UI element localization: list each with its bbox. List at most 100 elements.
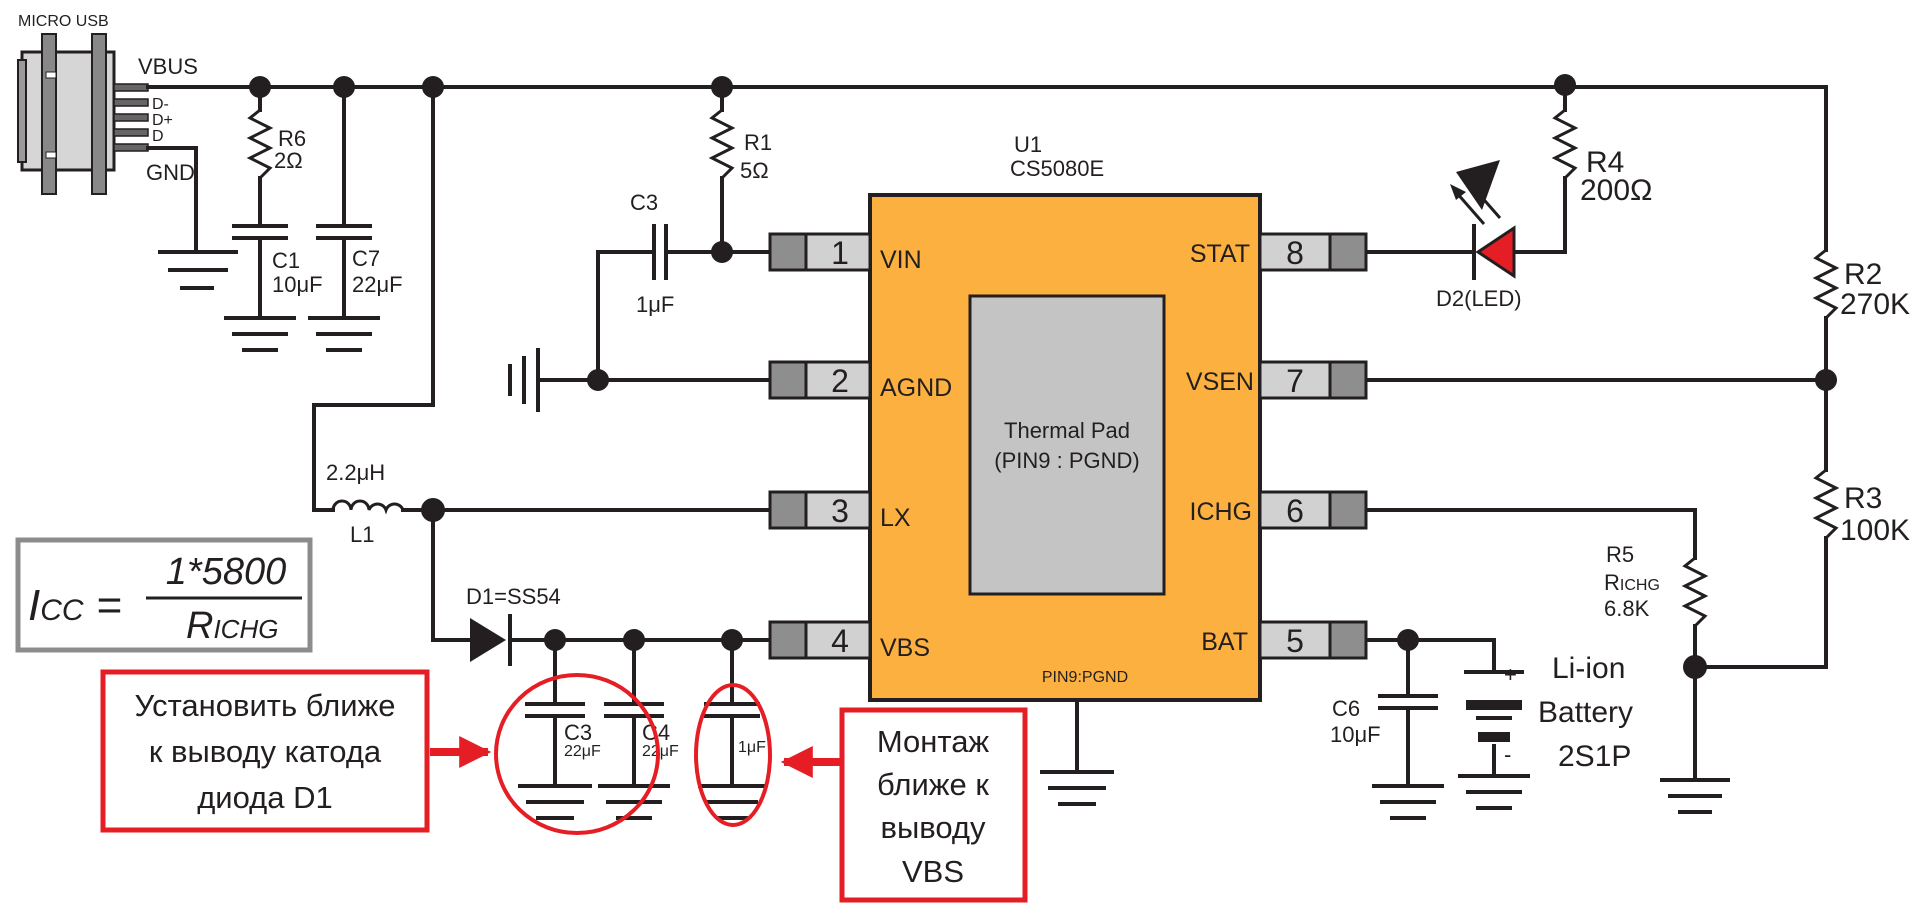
pin-name: AGND [880,374,952,402]
ic-part: CS5080E [1010,156,1104,181]
capacitor-1uf-vbs: 1μF [704,702,766,756]
ground-symbol [598,784,670,820]
ground-symbol [224,316,296,352]
pin-number: 1 [831,235,849,271]
cap-1uf-value: 1μF [738,739,766,756]
battery-config: 2S1P [1558,740,1631,773]
connector-title: MICRO USB [18,13,109,30]
ground-symbol [1372,784,1444,820]
ic-pin-6: 6 ICHG [1190,490,1368,530]
r1-value: 5Ω [740,158,769,183]
micro-usb-connector: MICRO USB VBUS D- D+ D GND [17,13,198,195]
capacitor-c7: C7 22μF [316,224,403,297]
battery-type: Li-ion [1552,652,1625,685]
r5-value: 6.8K [1604,596,1650,621]
d2-label: D2(LED) [1436,286,1522,311]
ic-ref: U1 [1014,132,1042,157]
ground-symbol [158,250,238,290]
ic-pin-5: 5 BAT [1201,620,1368,660]
annotation-right: Монтаж ближе к выводу VBS [780,707,1028,903]
wires [146,85,1828,788]
formula-numerator: 1*5800 [166,551,286,593]
r2-ref: R2 [1844,258,1882,291]
pin-label-dplus: D+ [152,112,173,129]
note-right-line1: Монтаж [877,724,990,759]
ic-pin-7: 7 VSEN [1186,360,1368,400]
pin-label-dminus: D- [152,96,169,113]
resistor-r1: R1 5Ω [708,108,772,183]
resistor-r6: R6 2Ω [246,108,306,180]
r3-value: 100K [1840,514,1910,547]
pin-number: 8 [1286,235,1304,271]
pin-name: LX [880,504,911,532]
c6-ref: C6 [1332,696,1360,721]
thermal-pad-subtitle: (PIN9 : PGND) [994,448,1139,473]
pin-number: 5 [1286,623,1304,659]
pin-number: 2 [831,363,849,399]
pin-name: VIN [880,246,922,274]
ic-pin-2: 2 AGND [768,360,952,402]
diode-d1: D1=SS54 [466,584,561,666]
resistor-r5: R5 RICHG 6.8K [1604,542,1709,628]
ground-symbols [158,250,1730,820]
charge-current-formula: ICC = 1*5800 RICHG [15,537,313,653]
pin-label-gnd: GND [146,160,195,185]
battery-label: Battery [1538,696,1633,729]
ground-symbol [1040,770,1114,806]
r3-ref: R3 [1844,482,1882,515]
formula-denominator: RICHG [186,605,278,647]
ground-symbol [698,784,766,820]
resistor-r3: R3 100K [1812,468,1910,547]
d1-label: D1=SS54 [466,584,561,609]
formula-equals: = [96,581,122,630]
highlight-ring-d1-caps [494,673,660,835]
ic-bottom-label: PIN9:PGND [1042,669,1128,686]
capacitor-c3-output: C3 22μF [525,702,601,760]
note-right-line3: выводу [880,810,986,845]
pin-number: 6 [1286,493,1304,529]
pin-name: VBS [880,634,930,662]
note-left-line2: к выводу катода [149,734,382,769]
resistor-r2: R2 270K [1812,248,1910,321]
ic-pin-8: 8 STAT [1190,232,1368,272]
formula-lhs: ICC [28,581,84,630]
ic-pin-3: 3 LX [768,490,911,532]
r1-ref: R1 [744,130,772,155]
capacitor-c6: C6 10μF [1330,694,1438,747]
ic-u1: U1 CS5080E Thermal Pad (PIN9 : PGND) PIN… [768,132,1368,702]
junction-dots [249,74,1837,679]
capacitor-c1: C1 10μF [232,224,323,297]
resistor-r4: R4 200Ω [1551,108,1652,207]
pin-number: 3 [831,493,849,529]
c1-ref: C1 [272,248,300,273]
pin-label-d: D [152,128,164,145]
c7-ref: C7 [352,246,380,271]
thermal-pad [968,294,1166,596]
pin-number: 7 [1286,363,1304,399]
battery-minus: - [1504,742,1511,767]
ground-symbol [518,784,592,820]
note-left-line1: Установить ближе [134,688,395,723]
ic-pin-4: 4 VBS [768,620,930,662]
battery-plus: + [1504,662,1517,687]
capacitor-c4: C4 22μF [604,702,679,760]
l1-ref: L1 [350,522,374,547]
c3-input-ref: C3 [630,190,658,215]
r6-value: 2Ω [274,148,303,173]
ground-symbol [508,348,540,412]
r5-name: RICHG [1604,570,1660,595]
ic-pin-1: 1 VIN [768,232,922,274]
c4-value: 22μF [642,743,679,760]
c1-value: 10μF [272,272,323,297]
note-right-line4: VBS [902,854,964,889]
thermal-pad-title: Thermal Pad [1004,418,1130,443]
ground-symbol [308,316,380,352]
pin-name: VSEN [1186,368,1254,396]
capacitor-c3-input: C3 1μF [630,190,674,317]
c3-output-value: 22μF [564,743,601,760]
r5-ref: R5 [1606,542,1634,567]
c7-value: 22μF [352,272,403,297]
l1-value: 2.2μH [326,460,385,485]
pin-name: BAT [1201,628,1248,656]
